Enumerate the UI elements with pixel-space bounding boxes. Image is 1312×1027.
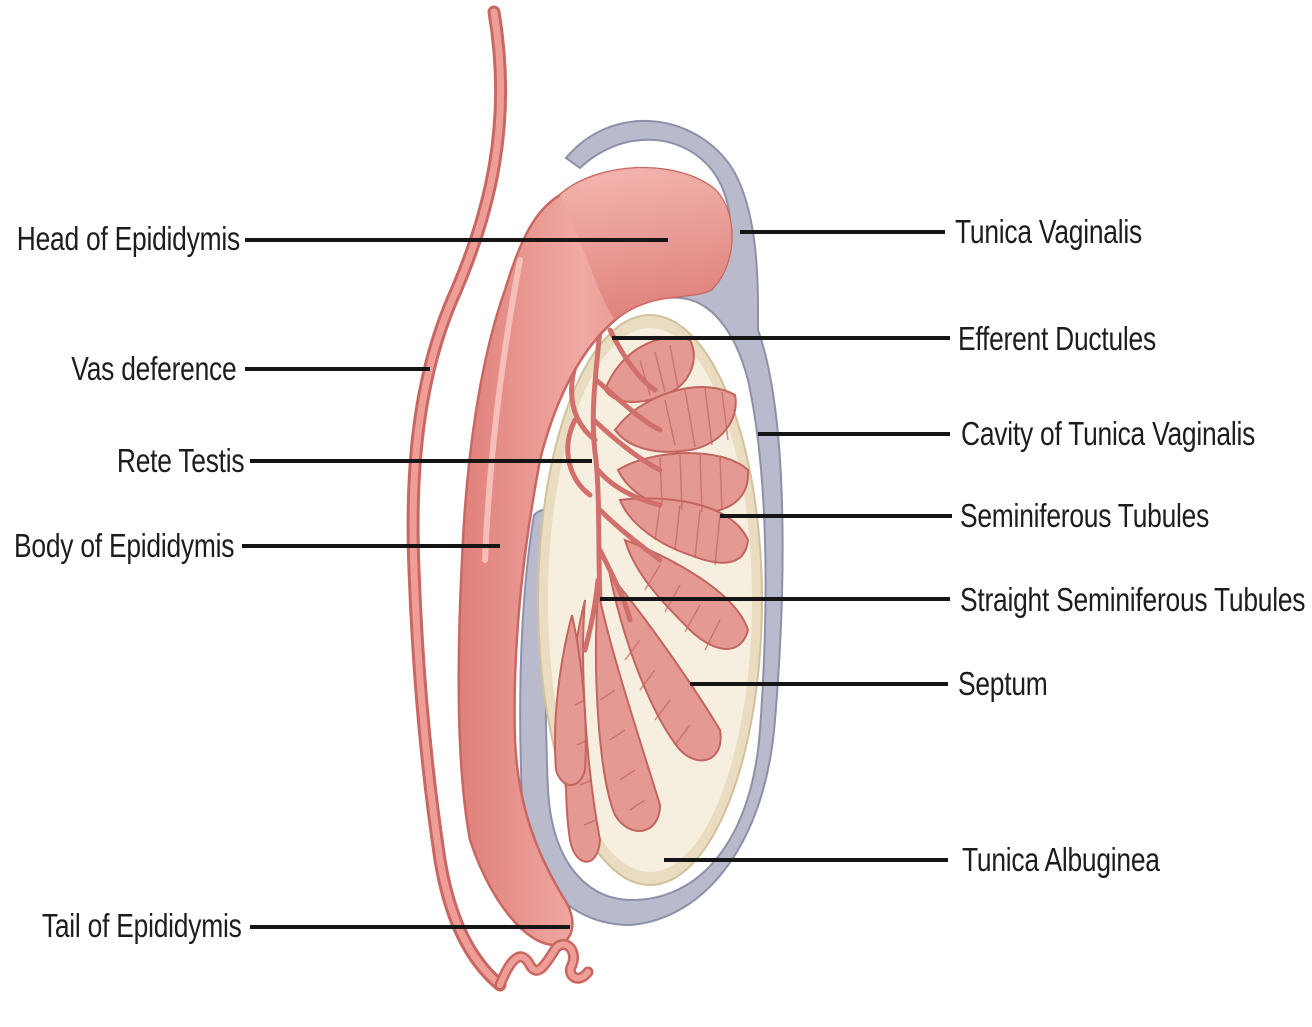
- label-cavity-of-tunica-vaginalis: Cavity of Tunica Vaginalis: [961, 417, 1255, 450]
- label-seminiferous-tubules: Seminiferous Tubules: [960, 499, 1209, 532]
- label-septum: Septum: [958, 667, 1048, 700]
- label-efferent-ductules: Efferent Ductules: [958, 322, 1156, 355]
- label-tunica-albuginea: Tunica Albuginea: [962, 843, 1160, 876]
- label-head-of-epididymis: Head of Epididymis: [17, 222, 240, 255]
- label-body-of-epididymis: Body of Epididymis: [14, 529, 234, 562]
- label-rete-testis: Rete Testis: [117, 444, 244, 477]
- label-vas-deference: Vas deference: [71, 352, 236, 385]
- label-tail-of-epididymis: Tail of Epididymis: [42, 909, 242, 942]
- label-straight-seminiferous-tubules: Straight Seminiferous Tubules: [960, 583, 1305, 616]
- label-tunica-vaginalis: Tunica Vaginalis: [955, 215, 1142, 248]
